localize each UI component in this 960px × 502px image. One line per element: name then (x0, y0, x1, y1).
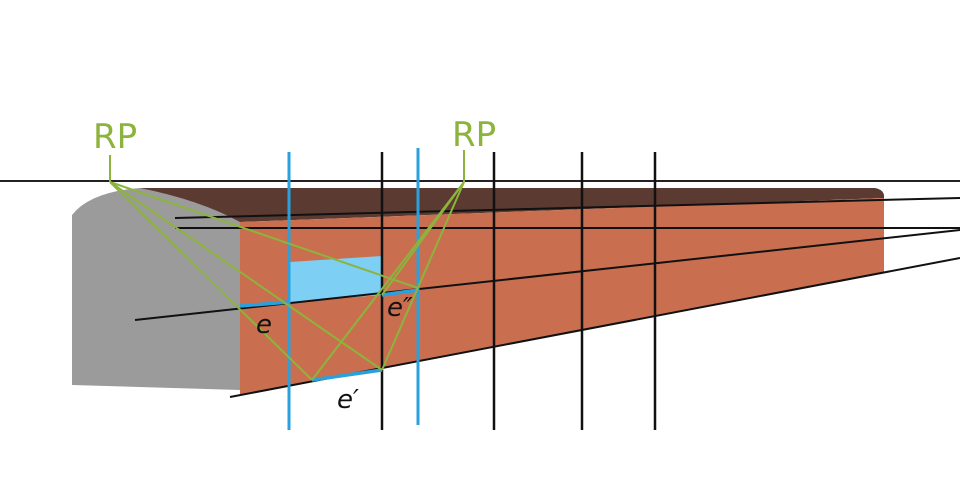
perspective-line-top (174, 197, 960, 219)
segment-e (239, 300, 290, 308)
label-e: e (256, 310, 272, 340)
vertical-lines (380, 152, 657, 430)
rp-label-right: RP (452, 115, 496, 155)
box-side-face (240, 198, 884, 395)
label-e-double-prime: e″ (387, 293, 413, 323)
label-e-prime: e′ (337, 385, 359, 415)
segment-e-prime (311, 368, 383, 382)
rp-label-left: RP (93, 117, 137, 157)
measure-segments (239, 288, 419, 382)
rp-construction-lines (109, 150, 465, 381)
segment-e-double-prime (381, 288, 419, 297)
box-front-face (72, 188, 240, 390)
